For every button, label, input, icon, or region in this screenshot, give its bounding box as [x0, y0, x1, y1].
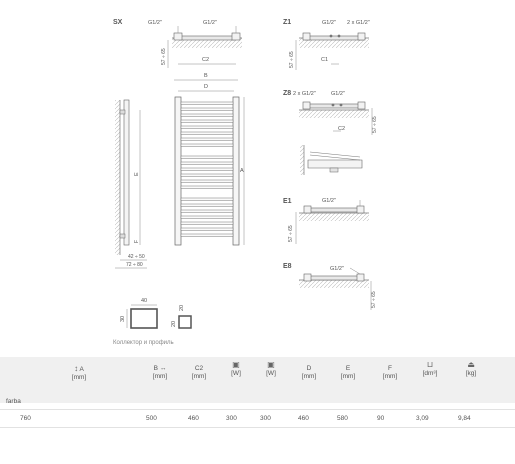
z8-view: Z8 2 x G1/2" G1/2" C2 57 ÷ 65: [283, 90, 378, 135]
z1-57-65: 57 ÷ 65: [289, 51, 295, 68]
header-f: F [mm]: [382, 365, 398, 380]
header-c2: C2 [mm]: [191, 365, 207, 380]
z8-side-detail: [300, 145, 363, 175]
profile-20-side: 20: [171, 321, 177, 327]
e8-g12: G1/2": [330, 266, 344, 272]
vertical-arrow-icon: ↕: [74, 364, 79, 373]
cell-output-2: 300: [260, 415, 271, 422]
z8-2xg12: 2 x G1/2": [293, 91, 316, 97]
specifications-table: ↕ A [mm] B ↔ [mm] C2 [mm] ▣ [W] ▣ [W] D …: [0, 357, 515, 464]
sx-g12-right: G1/2": [203, 20, 217, 26]
header-d: D [mm]: [301, 365, 317, 380]
cell-output-1: 300: [226, 415, 237, 422]
e1-g12: G1/2": [322, 198, 336, 204]
cell-b: 500: [146, 415, 157, 422]
front-d: D: [204, 84, 208, 90]
cell-f: 90: [377, 415, 385, 422]
cell-d: 460: [298, 415, 309, 422]
side-e: E: [134, 172, 140, 176]
section-label-e1: E1: [283, 198, 292, 205]
collector-profile-caption: Коллектор и профиль: [113, 340, 174, 346]
side-f: F: [134, 240, 140, 243]
cell-volume: 3,09: [416, 415, 429, 422]
front-b: B: [204, 73, 208, 79]
header-a: ↕ A [mm]: [71, 364, 87, 382]
sx-c2: C2: [202, 57, 209, 63]
water-volume-icon: ⊔: [426, 360, 434, 369]
cell-weight: 9,84: [458, 415, 471, 422]
section-label-sx: SX: [113, 19, 123, 26]
sx-57-65: 57 ÷ 65: [161, 48, 167, 65]
section-label-e8: E8: [283, 263, 292, 270]
side-42-50: 42 ÷ 50: [128, 254, 145, 260]
e1-57-65: 57 ÷ 65: [288, 225, 294, 242]
header-weight: ⏏ [kg]: [458, 361, 484, 378]
side-72-80: 72 ÷ 80: [126, 262, 143, 268]
horizontal-arrow-icon: ↔: [159, 365, 167, 372]
sx-side-view: E F 42 ÷ 50 72 ÷ 80: [115, 99, 147, 269]
sx-g12-left: G1/2": [148, 20, 162, 26]
profile-30: 30: [120, 316, 126, 322]
cell-c2: 460: [188, 415, 199, 422]
sx-top-view: SX G1/2" G1/2" 57 ÷ 65 C2: [113, 19, 242, 68]
cell-a: 760: [20, 415, 31, 422]
z1-view: Z1 G1/2" 2 x G1/2" 57 ÷ 65 C1: [283, 19, 370, 70]
front-a: A: [240, 168, 244, 174]
z1-c1: C1: [321, 57, 328, 63]
profile-20-top: 20: [179, 305, 185, 311]
profile-40: 40: [141, 298, 147, 304]
z8-g12: G1/2": [331, 91, 345, 97]
z1-g12: G1/2": [322, 20, 336, 26]
table-header: [0, 357, 515, 403]
e8-view: E8 G1/2" 57 ÷ 65: [283, 263, 377, 310]
header-volume: ⊔ [dm³]: [416, 361, 444, 378]
header-e: E [mm]: [340, 365, 356, 380]
profile-sections: 40 30 20 20: [120, 298, 192, 329]
technical-drawing: SX G1/2" G1/2" 57 ÷ 65 C2 B D: [113, 19, 378, 329]
cell-e: 580: [337, 415, 348, 422]
weight-icon: ⏏: [467, 360, 475, 369]
z1-2xg12: 2 x G1/2": [347, 20, 370, 26]
header-b: B ↔ [mm]: [152, 365, 168, 380]
e8-57-65: 57 ÷ 65: [371, 291, 377, 308]
z8-57-65: 57 ÷ 65: [372, 116, 378, 133]
heat-output-icon: ▣: [267, 360, 275, 369]
z8-c2: C2: [338, 126, 345, 132]
section-label-z8: Z8: [283, 90, 291, 97]
heat-output-icon: ▣: [232, 360, 240, 369]
section-label-z1: Z1: [283, 19, 291, 26]
sx-front-view: B D A: [174, 73, 245, 246]
header-output-1: ▣ [W]: [224, 361, 248, 378]
group-label: farba: [6, 398, 21, 405]
header-output-2: ▣ [W]: [259, 361, 283, 378]
e1-view: E1 G1/2" 57 ÷ 65: [283, 198, 369, 244]
